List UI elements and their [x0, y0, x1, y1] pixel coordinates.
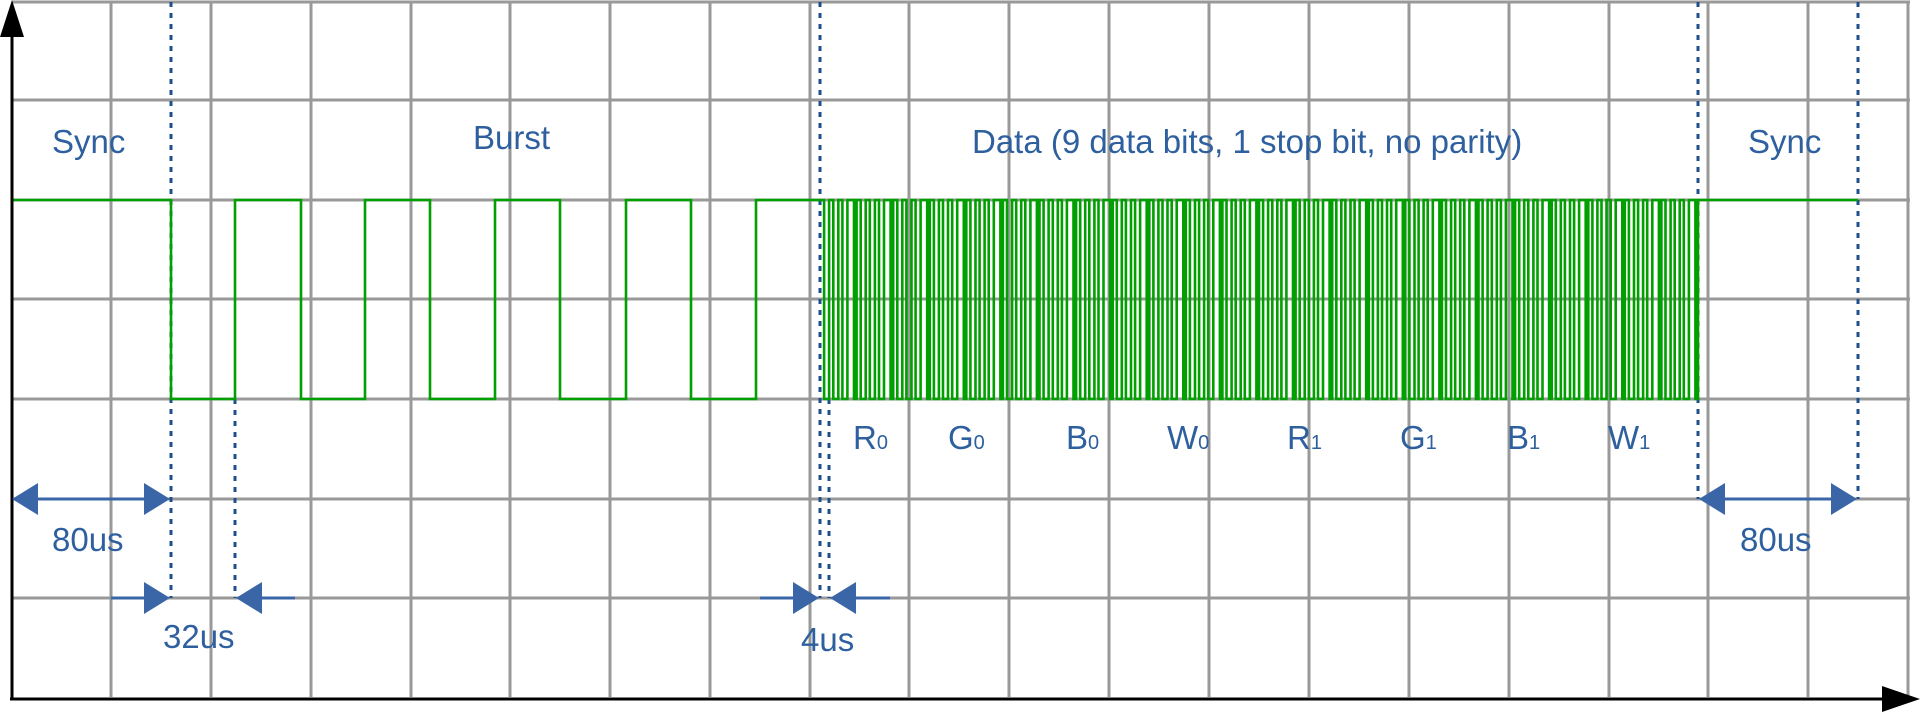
- data-label: Data (9 data bits, 1 stop bit, no parity…: [972, 123, 1522, 160]
- arrow-left-icon: [1699, 483, 1725, 515]
- channel-label: W0: [1167, 419, 1209, 456]
- burst-label: Burst: [473, 119, 550, 156]
- x-axis-arrow-icon: [1882, 686, 1920, 712]
- signal-waveform: [12, 198, 1858, 401]
- arrow-right-icon: [1831, 483, 1857, 515]
- arrow-right-icon: [144, 483, 170, 515]
- burst-period-label: 32us: [163, 618, 235, 655]
- sync-right-duration-label: 80us: [1740, 521, 1812, 558]
- y-axis-arrow-icon: [0, 0, 24, 37]
- arrow-right-icon: [793, 582, 819, 614]
- channel-label: G0: [948, 419, 985, 456]
- sync-left-dimension: [12, 483, 170, 515]
- data-bit-dimension: [760, 582, 890, 614]
- channel-label: R0: [853, 419, 888, 456]
- sync-left-label: Sync: [52, 123, 125, 160]
- channel-label: G1: [1400, 419, 1437, 456]
- sync-right-label: Sync: [1748, 123, 1821, 160]
- channel-label: B1: [1507, 419, 1540, 456]
- data-bit-duration-label: 4us: [801, 621, 854, 658]
- channel-label: B0: [1066, 419, 1099, 456]
- arrow-left-icon: [830, 582, 856, 614]
- sync-left-duration-label: 80us: [52, 521, 124, 558]
- channel-label: R1: [1287, 419, 1322, 456]
- channel-label: W1: [1608, 419, 1650, 456]
- sync-right-dimension: [1699, 483, 1857, 515]
- arrow-left-icon: [12, 483, 38, 515]
- arrow-right-icon: [144, 582, 170, 614]
- arrow-left-icon: [236, 582, 262, 614]
- burst-period-dimension: [111, 582, 295, 614]
